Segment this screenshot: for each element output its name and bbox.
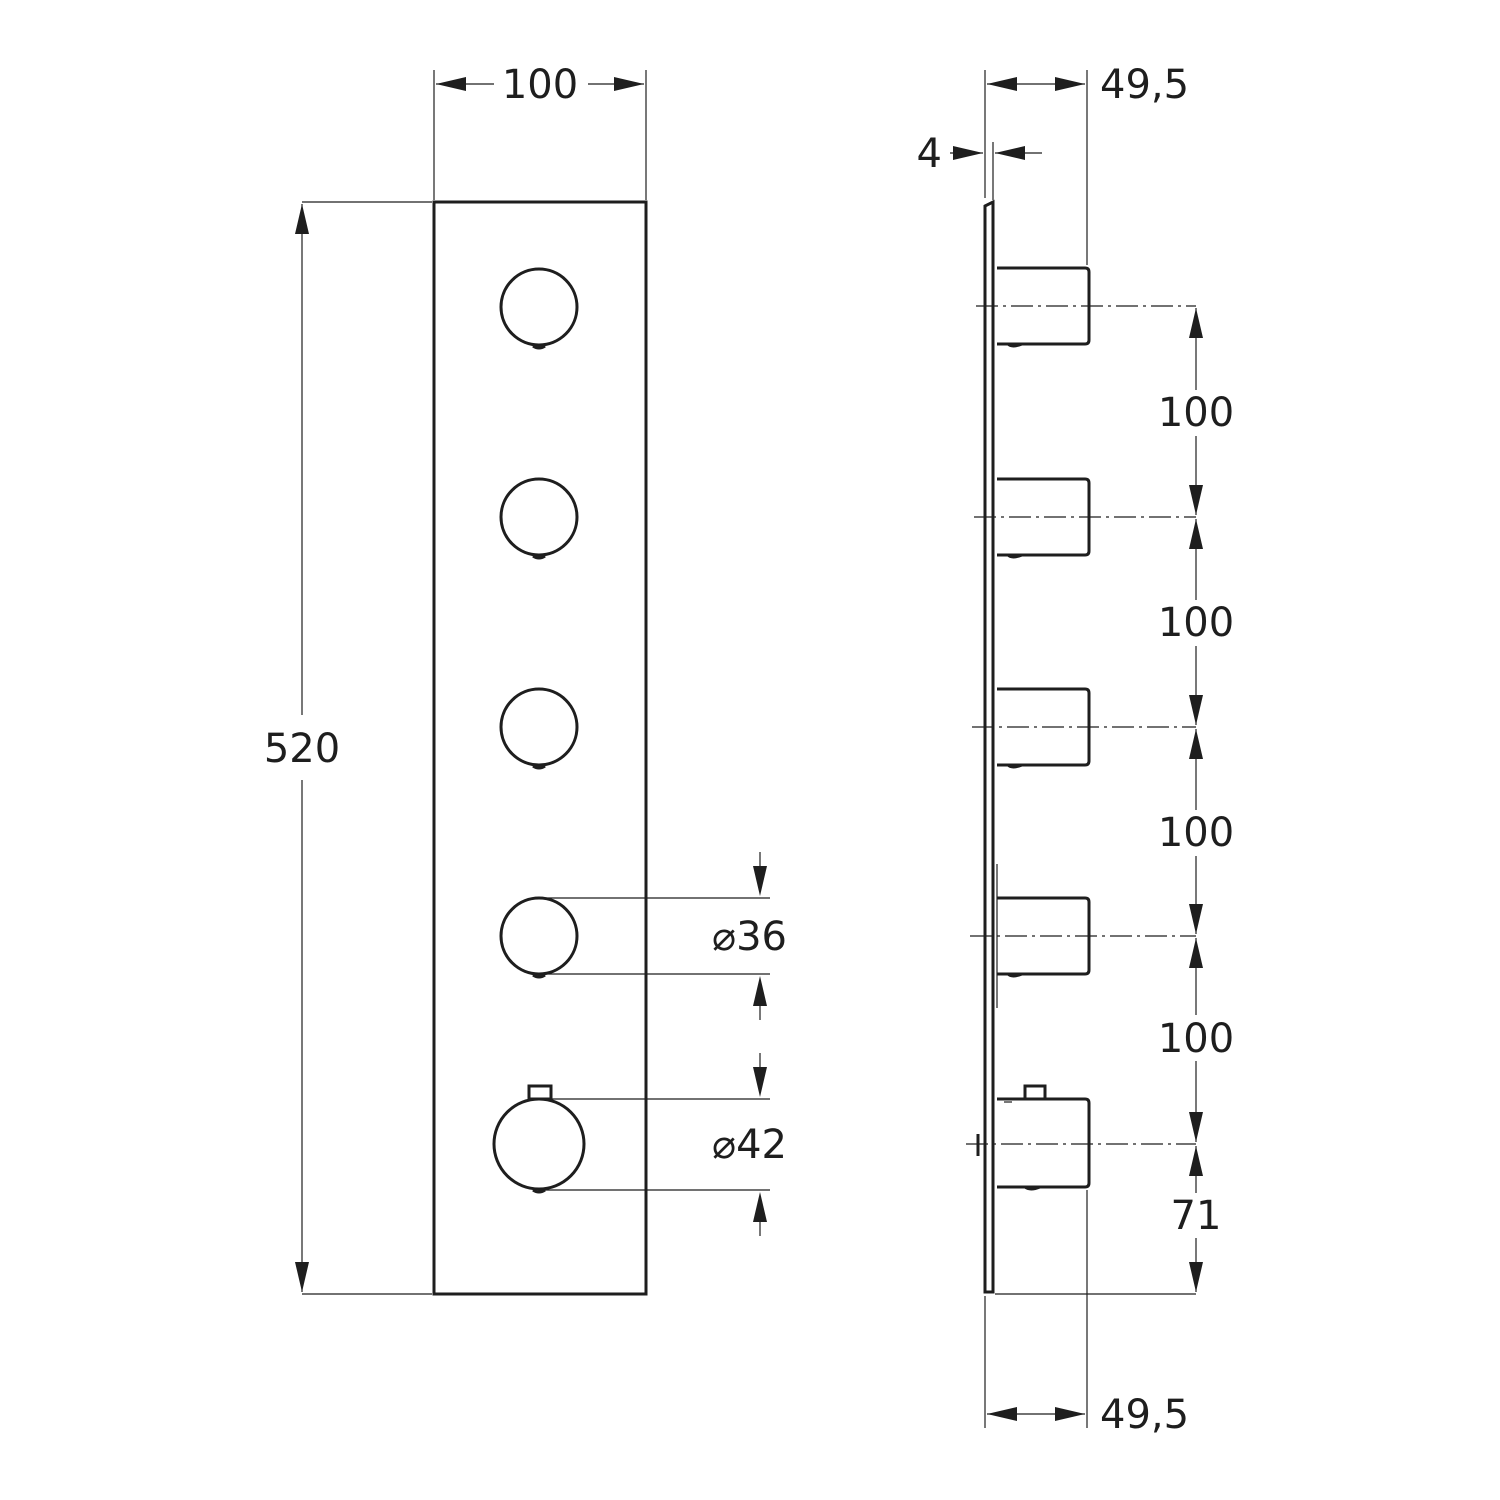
side-knob-1 [976, 266, 1196, 348]
arrowhead [1189, 695, 1203, 725]
spacing-label-3: 100 [1158, 810, 1234, 856]
arrowhead [295, 1262, 309, 1292]
front-plate [432, 200, 648, 1296]
side-knob-3 [972, 687, 1196, 769]
front-width-label: 100 [502, 62, 578, 108]
diameter-42-label: ⌀42 [712, 1122, 787, 1168]
bottom-offset-label: 71 [1171, 1193, 1222, 1239]
arrowhead [1189, 485, 1203, 515]
spacing-dimension-chain: 100 100 100 100 71 [995, 308, 1234, 1295]
front-width-dimension: 100 [433, 62, 647, 200]
arrowhead [436, 77, 466, 91]
front-view: 100 520 ⌀36 [264, 62, 787, 1296]
side-knob-2 [974, 477, 1196, 559]
arrowhead [1189, 308, 1203, 338]
plate-thickness-label: 4 [917, 131, 942, 177]
arrowhead [1189, 938, 1203, 968]
spacing-label-4: 100 [1158, 1016, 1234, 1062]
spacing-label-1: 100 [1158, 390, 1234, 436]
side-view: 49,5 4 100 100 100 [917, 62, 1235, 1438]
diameter-36-label: ⌀36 [712, 914, 787, 960]
plate-thickness-dimension: 4 [917, 131, 1042, 200]
arrowhead [753, 1192, 767, 1222]
side-knob-thermostat [966, 1084, 1196, 1191]
arrowhead [1189, 519, 1203, 549]
arrowhead [987, 1407, 1017, 1421]
arrowhead [995, 146, 1025, 160]
front-height-dimension: 520 [264, 201, 432, 1295]
front-knob-1 [499, 267, 579, 350]
spacing-label-2: 100 [1158, 600, 1234, 646]
side-depth-top-label: 49,5 [1100, 62, 1189, 108]
arrowhead [1189, 1146, 1203, 1176]
side-depth-bottom-dimension: 49,5 [984, 1190, 1189, 1438]
side-knob-4 [970, 864, 1196, 1008]
arrowhead [1055, 1407, 1085, 1421]
diameter-36-dimension: ⌀36 [539, 852, 787, 1020]
front-knob-3 [499, 687, 579, 770]
arrowhead [987, 77, 1017, 91]
front-height-label: 520 [264, 726, 340, 772]
side-depth-top-dimension: 49,5 [984, 62, 1189, 265]
front-knob-2 [499, 477, 579, 560]
arrowhead [753, 1067, 767, 1097]
arrowhead [753, 866, 767, 896]
arrowhead [1189, 729, 1203, 759]
front-knob-4 [499, 896, 579, 979]
arrowhead [1055, 77, 1085, 91]
front-knob-thermostat [492, 1084, 586, 1194]
side-plate [983, 199, 995, 1294]
side-depth-bottom-label: 49,5 [1100, 1392, 1189, 1438]
diameter-42-dimension: ⌀42 [539, 1053, 787, 1236]
arrowhead [295, 204, 309, 234]
arrowhead [1189, 1262, 1203, 1292]
arrowhead [953, 146, 983, 160]
arrowhead [1189, 904, 1203, 934]
arrowhead [614, 77, 644, 91]
arrowhead [753, 976, 767, 1006]
arrowhead [1189, 1112, 1203, 1142]
